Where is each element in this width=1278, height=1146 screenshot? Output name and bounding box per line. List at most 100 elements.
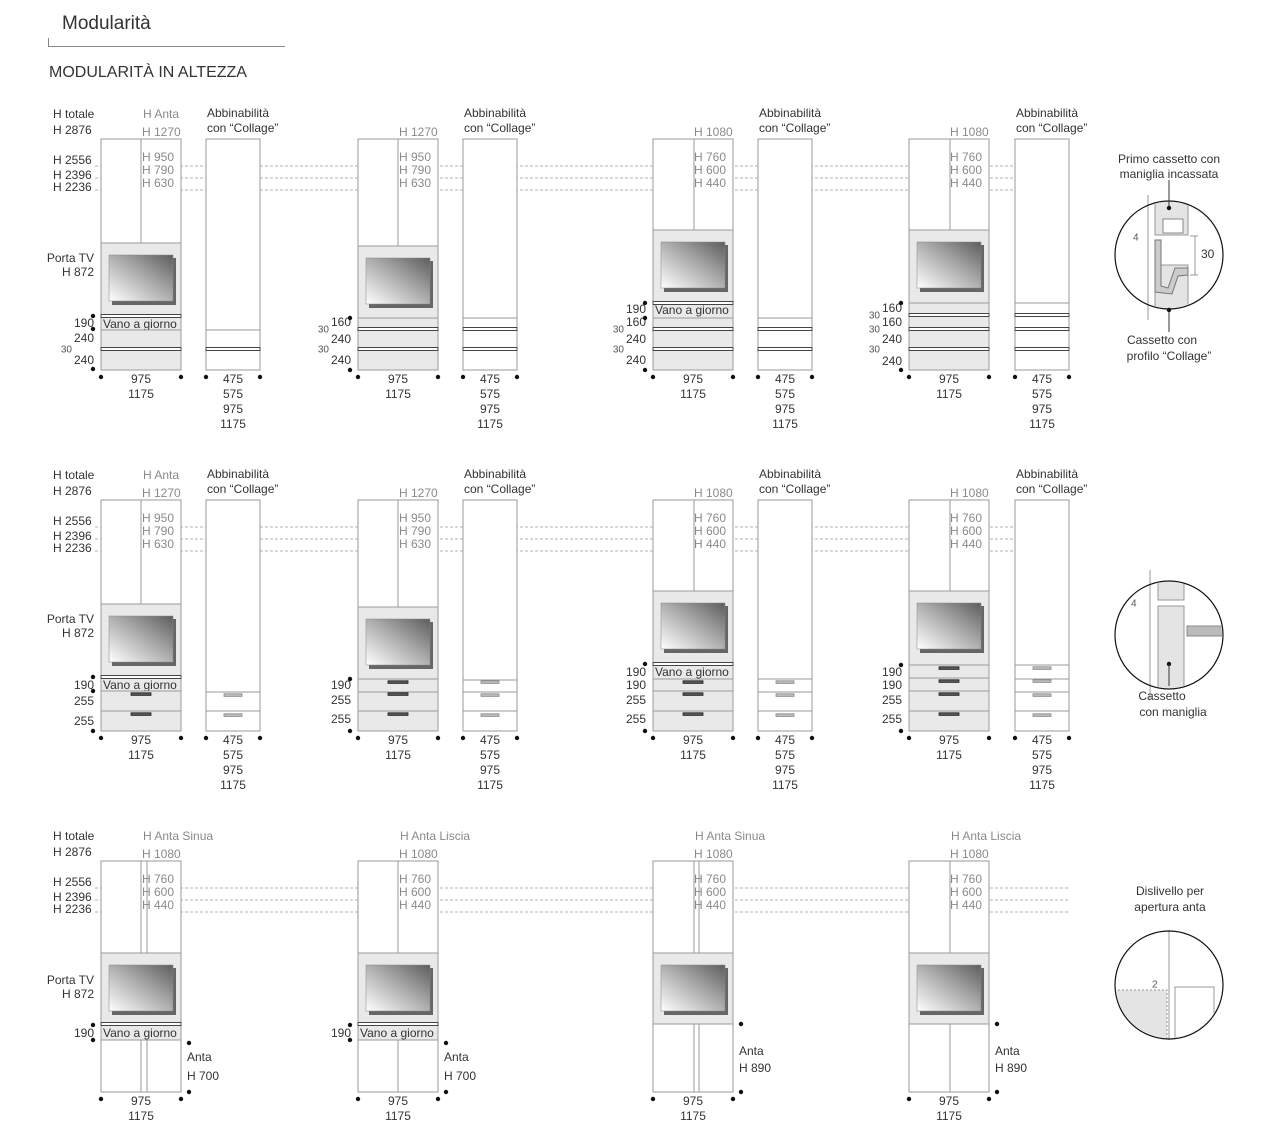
dimension-dot xyxy=(460,735,466,741)
dimension-dot xyxy=(809,374,815,380)
dimension-dot xyxy=(1166,205,1172,211)
dimension-value: 255 xyxy=(626,693,646,707)
recessed-handle xyxy=(1162,218,1184,234)
drawer-handle xyxy=(775,713,795,717)
width-value: 1175 xyxy=(680,387,706,401)
anta-height-value: H 790 xyxy=(399,524,431,538)
collage-width-value: 575 xyxy=(480,748,500,762)
width-value: 975 xyxy=(939,1094,959,1108)
collage-width-value: 475 xyxy=(775,372,795,386)
h-totale-value: H 2236 xyxy=(53,180,92,194)
drawer-handle xyxy=(480,693,500,697)
shelf xyxy=(908,347,990,351)
width-value: 1175 xyxy=(128,387,154,401)
drawer-handle xyxy=(682,692,704,696)
anta-side-height: H 700 xyxy=(187,1069,219,1083)
dimension-dot xyxy=(178,735,184,741)
dimension-dot xyxy=(1012,735,1018,741)
drawer-handle xyxy=(938,692,960,696)
width-value: 975 xyxy=(131,1094,151,1108)
shelf xyxy=(652,347,734,351)
width-value: 975 xyxy=(388,1094,408,1108)
anta-side-height: H 890 xyxy=(739,1061,771,1075)
anta-height-value: H 1270 xyxy=(399,125,438,139)
detail-caption: Primo cassetto con xyxy=(1118,152,1220,166)
dimension-dot xyxy=(642,728,648,734)
drawer-handle xyxy=(775,680,795,684)
drawer-handle xyxy=(1032,679,1052,683)
collage-label: con “Collage” xyxy=(207,121,278,135)
width-value: 1175 xyxy=(680,748,706,762)
dimension-dot xyxy=(90,728,96,734)
collage-label: Abbinabilità xyxy=(207,467,269,481)
collage-width-value: 975 xyxy=(1032,402,1052,416)
section-title: MODULARITÀ IN ALTEZZA xyxy=(49,64,247,81)
collage-panel xyxy=(462,138,518,371)
door-panel xyxy=(1116,989,1168,1038)
dimension-dot xyxy=(1166,307,1172,313)
dimension-value: 190 xyxy=(331,1026,351,1040)
h-totale-value: H 2396 xyxy=(53,168,92,182)
anta-height-value: H 440 xyxy=(694,176,726,190)
shelf xyxy=(462,327,518,331)
shelf xyxy=(908,313,990,317)
width-value: 975 xyxy=(131,372,151,386)
collage-width-value: 975 xyxy=(1032,763,1052,777)
shelf xyxy=(1014,327,1070,331)
anta-height-value: H 1080 xyxy=(142,847,181,861)
dimension-dot xyxy=(738,1089,744,1095)
anta-height-value: H 1080 xyxy=(399,847,438,861)
anta-height-value: H 760 xyxy=(694,511,726,525)
dimension-dot xyxy=(906,374,912,380)
detail-2-content xyxy=(1157,582,1222,688)
dimension-small: 30 xyxy=(613,325,625,336)
dimension-value: 255 xyxy=(74,694,94,708)
anta-height-value: H 790 xyxy=(142,163,174,177)
dimension-dot xyxy=(186,1089,192,1095)
dimension-value: 255 xyxy=(882,693,902,707)
detail-caption: Cassetto xyxy=(1138,689,1186,703)
collage-width-value: 575 xyxy=(480,387,500,401)
drawer-front xyxy=(1157,605,1185,688)
dimension-dot xyxy=(347,367,353,373)
dimension-value: 160 xyxy=(882,315,902,329)
drawer-handle xyxy=(480,680,500,684)
dimension-dot xyxy=(178,374,184,380)
anta-label: H Anta Liscia xyxy=(951,829,1021,843)
detail-3-content xyxy=(1116,986,1215,1038)
h-totale-value: H 2556 xyxy=(53,153,92,167)
h-totale-value: H 2396 xyxy=(53,890,92,904)
shelf xyxy=(652,301,734,305)
shelf xyxy=(757,347,813,351)
vano-label: Vano a giorno xyxy=(360,1026,434,1040)
dimension-value: 160 xyxy=(626,315,646,329)
h-totale-value: H 2556 xyxy=(53,875,92,889)
drawer-handle xyxy=(682,712,704,716)
dimension-dot xyxy=(650,374,656,380)
porta-tv-height: H 872 xyxy=(62,987,94,1001)
drawer-handle xyxy=(223,693,243,697)
dimension-value: 160 xyxy=(331,315,351,329)
dimension-value: 255 xyxy=(331,693,351,707)
drawer-handle xyxy=(1032,713,1052,717)
collage-label: con “Collage” xyxy=(464,482,535,496)
dimension-dot xyxy=(650,1096,656,1102)
shelf xyxy=(357,1022,439,1026)
dimension-dot xyxy=(90,688,96,694)
collage-width-value: 475 xyxy=(223,372,243,386)
detail-caption: con maniglia xyxy=(1139,705,1207,719)
shelf xyxy=(757,327,813,331)
detail-1-content xyxy=(1154,202,1189,308)
dimension-dot xyxy=(203,735,209,741)
dimension-value: 190 xyxy=(74,678,94,692)
collage-width-value: 575 xyxy=(1032,748,1052,762)
shelf xyxy=(357,347,439,351)
collage-width-value: 575 xyxy=(223,387,243,401)
width-value: 1175 xyxy=(385,387,411,401)
width-value: 975 xyxy=(683,1094,703,1108)
porta-tv-label: Porta TV xyxy=(47,251,94,265)
dimension-dot xyxy=(730,1096,736,1102)
dimension-dot xyxy=(186,1040,192,1046)
drawer-handle xyxy=(938,712,960,716)
dimension-dot xyxy=(514,735,520,741)
